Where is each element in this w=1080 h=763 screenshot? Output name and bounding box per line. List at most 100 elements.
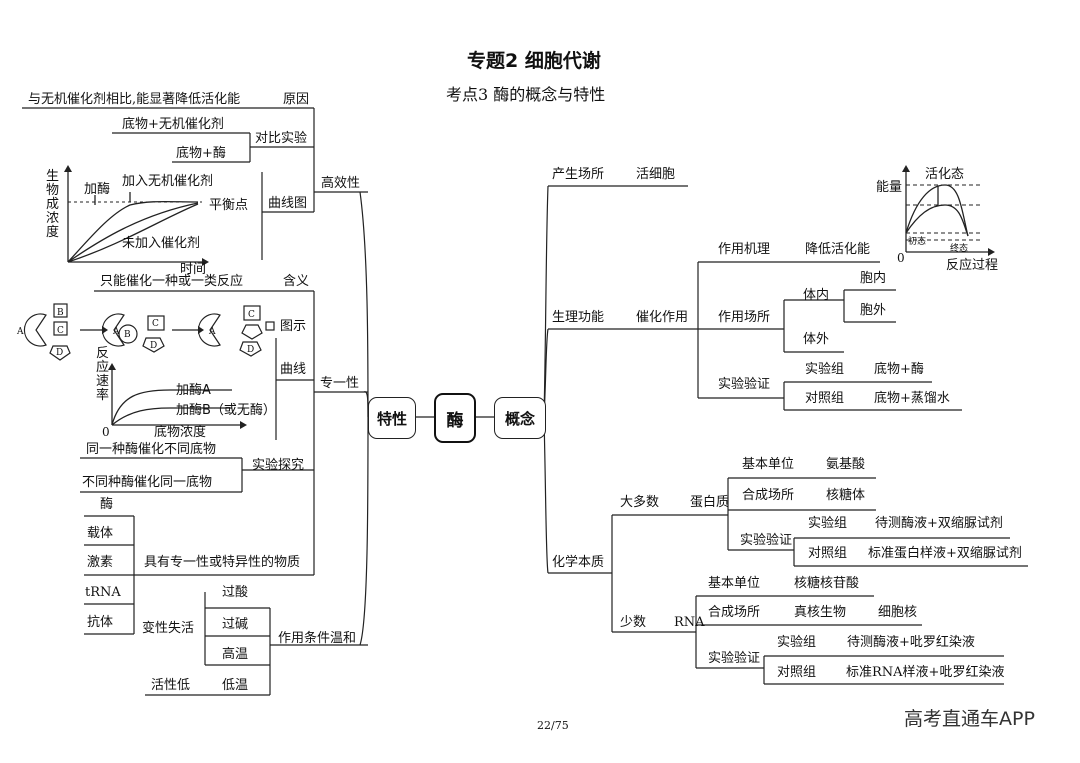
rna-danwei-label: 基本单位 — [708, 576, 761, 591]
fig-letter-b1: B — [57, 308, 64, 318]
eff-annotation-pinghengdian: 平衡点 — [209, 198, 249, 213]
duibi-label: 对比实验 — [255, 131, 308, 146]
fig-letter-c1: C — [57, 326, 64, 336]
baonei-label: 胞内 — [860, 271, 887, 286]
rna-danwei-value: 核糖核苷酸 — [794, 576, 860, 591]
fig-letter-a2: A — [113, 327, 120, 337]
dbz-shiyan-value: 待测酶液+双缩脲试剂 — [875, 516, 1003, 531]
rna-duizhao-label: 对照组 — [777, 665, 817, 680]
spec-chart-xlabel: 底物浓度 — [154, 425, 207, 440]
branch-gaoxiaoxing: 高效性 — [321, 176, 361, 191]
quxian-label: 曲线 — [280, 362, 307, 377]
specificity-chart — [111, 370, 240, 426]
changsuo-label: 产生场所 — [552, 167, 605, 182]
daduoshu-type: 蛋白质 — [690, 495, 730, 510]
fig-letter-b2: B — [124, 330, 131, 340]
hanyi-label: 含义 — [283, 274, 310, 289]
fig-letter-c3: C — [248, 310, 255, 320]
gongneng-label: 生理功能 — [552, 310, 605, 325]
baowai-label: 胞外 — [860, 303, 887, 318]
bianxing-item-guosuan: 过酸 — [222, 585, 249, 600]
node-gainian[interactable]: 概念 — [494, 397, 546, 439]
node-center-label: 酶 — [446, 410, 464, 431]
node-center-mei[interactable]: 酶 — [434, 393, 476, 443]
gn-duizhao-label: 对照组 — [805, 391, 845, 406]
hanyi-content: 只能催化一种或一类反应 — [100, 274, 244, 289]
tezhixing-content: 具有专一性或特异性的物质 — [144, 555, 301, 570]
dbz-danwei-label: 基本单位 — [742, 457, 795, 472]
spec-chart-origin: 0 — [102, 425, 110, 439]
dbz-hecheng-label: 合成场所 — [742, 488, 795, 503]
tezhixing-item-zaiti: 载体 — [87, 526, 114, 541]
tanjiu-item-2: 不同种酶催化同一底物 — [82, 475, 213, 490]
page-number: 22/75 — [537, 719, 569, 732]
rna-yanzheng-label: 实验验证 — [708, 651, 761, 666]
tinei-label: 体内 — [803, 288, 830, 303]
zuoyong-changsuo-label: 作用场所 — [718, 310, 771, 325]
quxiantu-label: 曲线图 — [268, 196, 308, 211]
node-tezhi[interactable]: 特性 — [368, 397, 416, 439]
rna-shiyan-label: 实验组 — [777, 635, 817, 650]
rna-hecheng-value2: 细胞核 — [878, 605, 918, 620]
energy-top-label: 活化态 — [925, 167, 965, 182]
tiwai-label: 体外 — [803, 332, 830, 347]
duibi-item-2: 底物+酶 — [176, 146, 226, 161]
rna-duizhao-value: 标准RNA样液+吡罗红染液 — [846, 665, 1005, 680]
spec-series-b: 加酶B（或无酶） — [176, 403, 276, 418]
gongneng-value: 催化作用 — [636, 310, 689, 325]
tezhixing-item-trna: tRNA — [85, 585, 121, 600]
page-subtitle: 考点3 酶的概念与特性 — [446, 85, 606, 104]
jili-label: 作用机理 — [718, 242, 771, 257]
spec-chart-ylabel: 反应速率 — [96, 346, 110, 403]
changsuo-value: 活细胞 — [636, 167, 676, 182]
dbz-duizhao-label: 对照组 — [808, 546, 848, 561]
shaoshu-type: RNA — [674, 615, 705, 630]
watermark-text: 高考直通车APP — [904, 708, 1035, 730]
tezhixing-item-jisu: 激素 — [87, 555, 114, 570]
gn-duizhao-value: 底物+蒸馏水 — [874, 391, 950, 406]
benzhi-label: 化学本质 — [552, 555, 605, 570]
energy-chart — [905, 172, 988, 253]
tanjiu-item-1: 同一种酶催化不同底物 — [86, 442, 217, 457]
wenhe-label: 作用条件温和 — [278, 631, 357, 646]
tanjiu-label: 实验探究 — [252, 458, 305, 473]
tezhixing-item-kangti: 抗体 — [87, 615, 114, 630]
energy-right-small: 终态 — [950, 244, 969, 254]
gn-shiyan-label: 实验组 — [805, 362, 845, 377]
rna-shiyan-value: 待测酶液+吡罗红染液 — [847, 635, 975, 650]
node-tezhi-label: 特性 — [376, 409, 407, 428]
energy-ylabel: 能量 — [876, 180, 903, 195]
branch-zhuanyixing: 专一性 — [320, 376, 360, 391]
gn-yanzheng-label: 实验验证 — [718, 377, 771, 392]
dbz-danwei-value: 氨基酸 — [826, 457, 866, 472]
rna-hecheng-label: 合成场所 — [708, 605, 761, 620]
energy-origin: 0 — [897, 251, 905, 265]
eff-series-wuji: 加入无机催化剂 — [122, 174, 214, 189]
duibi-item-1: 底物+无机催化剂 — [122, 117, 224, 132]
eff-chart-ylabel: 生物成浓度 — [46, 169, 60, 240]
huoxing-item-diwen: 低温 — [222, 678, 249, 693]
shaoshu-label: 少数 — [620, 615, 647, 630]
energy-left-small: 初态 — [908, 237, 927, 247]
bianxing-item-guojian: 过碱 — [222, 617, 249, 632]
eff-series-wei: 未加入催化剂 — [122, 236, 201, 251]
dbz-duizhao-value: 标准蛋白样液+双缩脲试剂 — [868, 546, 1022, 561]
fig-letter-d2: D — [150, 341, 158, 351]
daduoshu-label: 大多数 — [620, 495, 660, 510]
dbz-hecheng-value: 核糖体 — [826, 488, 866, 503]
jili-value: 降低活化能 — [805, 242, 871, 257]
fig-letter-c2: C — [152, 319, 159, 329]
eff-chart-xlabel: 时间 — [180, 262, 207, 277]
fig-letter-d3: D — [247, 345, 255, 355]
dbz-shiyan-label: 实验组 — [808, 516, 848, 531]
fig-letter-a3: A — [209, 327, 216, 337]
page-title: 专题2 细胞代谢 — [467, 50, 601, 72]
efficiency-chart — [67, 172, 202, 263]
tezhixing-item-mei: 酶 — [100, 497, 114, 512]
energy-xlabel: 反应过程 — [946, 258, 999, 273]
yuanyin-content: 与无机催化剂相比,能显著降低活化能 — [28, 92, 241, 107]
huoxing-label: 活性低 — [151, 678, 191, 693]
fig-letter-d1: D — [56, 348, 64, 358]
tushi-label: 图示 — [280, 319, 307, 334]
